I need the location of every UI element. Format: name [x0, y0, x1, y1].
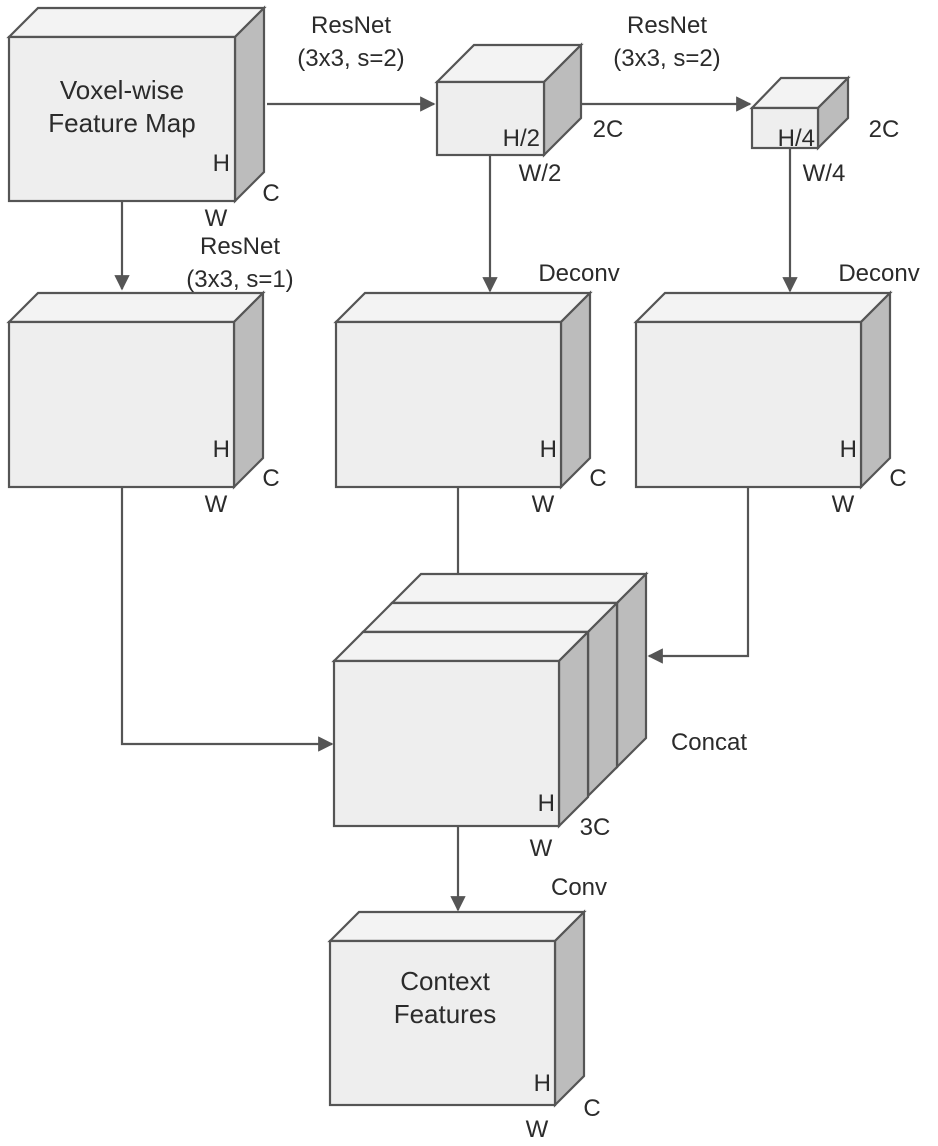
down2-h-label: H/2 — [503, 125, 540, 152]
op-resnet-s2-b-line1: ResNet — [627, 12, 707, 39]
op-concat: Concat — [671, 729, 747, 756]
input-c-label: C — [262, 180, 279, 207]
output-h-label: H — [534, 1070, 551, 1097]
down4-h-label: H/4 — [778, 125, 815, 152]
block-input: Voxel-wise Feature Map H W C — [6, 5, 280, 232]
down4-c-label: 2C — [869, 116, 900, 143]
branch3-c-label: C — [889, 465, 906, 492]
branch2-w-label: W — [532, 491, 555, 518]
block-down2: H/2 W/2 2C — [434, 42, 624, 187]
down2-w-label: W/2 — [519, 160, 562, 187]
branch3-h-label: H — [840, 436, 857, 463]
output-title-line2: Features — [394, 999, 497, 1029]
branch1-c-label: C — [262, 465, 279, 492]
branch2-c-label: C — [589, 465, 606, 492]
down4-w-label: W/4 — [803, 160, 846, 187]
op-resnet-s2-b-line2: (3x3, s=2) — [613, 45, 720, 72]
op-resnet-s2-a-line2: (3x3, s=2) — [297, 45, 404, 72]
input-title-line1: Voxel-wise — [60, 75, 184, 105]
block-down4: H/4 W/4 2C — [749, 75, 900, 187]
branch3-w-label: W — [832, 491, 855, 518]
connectors — [114, 96, 798, 912]
concat-h-label: H — [538, 790, 555, 817]
op-deconv-a: Deconv — [538, 260, 619, 287]
concat-c-label: 3C — [580, 814, 611, 841]
block-branch2: H W C — [333, 290, 607, 518]
block-branch3: H W C — [633, 290, 907, 518]
input-title-line2: Feature Map — [48, 108, 195, 138]
op-conv: Conv — [551, 874, 607, 901]
output-w-label: W — [526, 1116, 549, 1143]
operation-labels: ResNet (3x3, s=2) ResNet (3x3, s=2) ResN… — [186, 12, 919, 901]
arrow-branch3-to-concat — [647, 487, 750, 664]
input-h-label: H — [213, 150, 230, 177]
branch1-w-label: W — [205, 491, 228, 518]
down2-c-label: 2C — [593, 116, 624, 143]
output-title-line1: Context — [400, 966, 490, 996]
op-resnet-s1-line2: (3x3, s=1) — [186, 266, 293, 293]
block-concat: H W 3C — [331, 571, 649, 862]
arrow-branch1-to-concat — [120, 487, 334, 752]
op-resnet-s2-a-line1: ResNet — [311, 12, 391, 39]
op-deconv-b: Deconv — [838, 260, 919, 287]
block-branch1: H W C — [6, 290, 280, 518]
op-resnet-s1-line1: ResNet — [200, 233, 280, 260]
block-output: Context Features H W C — [327, 909, 601, 1143]
concat-w-label: W — [530, 835, 553, 862]
input-w-label: W — [205, 205, 228, 232]
output-c-label: C — [583, 1095, 600, 1122]
branch2-h-label: H — [540, 436, 557, 463]
branch1-h-label: H — [213, 436, 230, 463]
